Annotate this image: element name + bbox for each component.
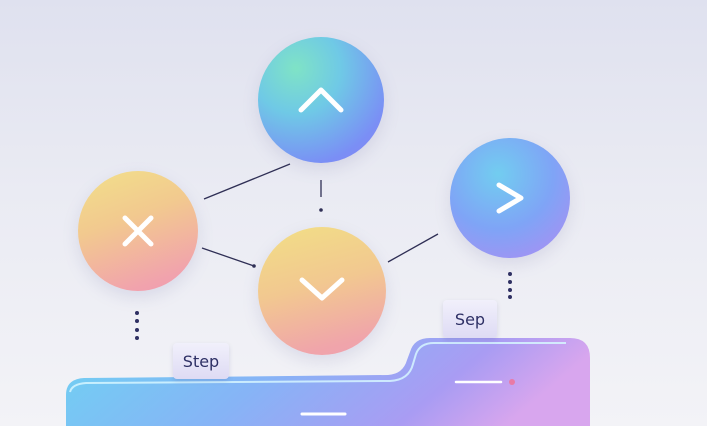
- edge-close-up: [203, 163, 291, 200]
- chevron-down-node[interactable]: [258, 227, 386, 355]
- chevron-up-icon: [298, 87, 344, 113]
- close-icon: [122, 215, 154, 247]
- sep-tag-label: Sep: [454, 309, 486, 329]
- ellipsis-right: [508, 272, 512, 299]
- step-tag[interactable]: Step: [173, 343, 229, 379]
- chevron-down-icon: [299, 277, 345, 301]
- ellipsis-left: [135, 311, 139, 340]
- edge-up-down-dot: [319, 208, 323, 212]
- chevron-right-icon: [496, 182, 524, 214]
- edge-close-down: [201, 247, 255, 267]
- platform-indicator-dot: [509, 379, 515, 385]
- step-tag-label: Step: [182, 351, 220, 371]
- edge-down-next: [387, 233, 439, 263]
- close-node[interactable]: [78, 171, 198, 291]
- chevron-right-node[interactable]: [450, 138, 570, 258]
- sep-tag[interactable]: Sep: [443, 300, 497, 338]
- chevron-up-node[interactable]: [258, 37, 384, 163]
- edge-close-down-end: [252, 264, 256, 268]
